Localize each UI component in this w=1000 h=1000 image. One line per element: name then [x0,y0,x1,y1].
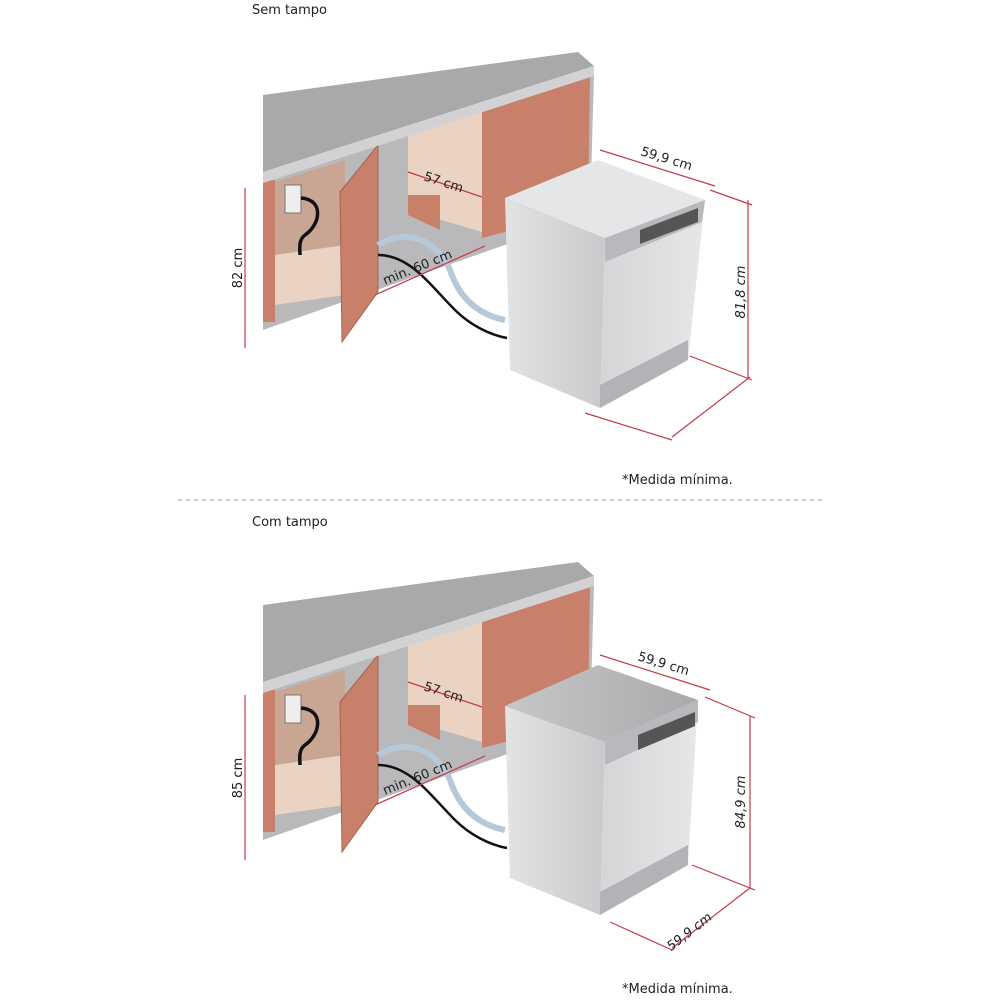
water-hose [376,233,506,323]
section-title: Sem tampo [252,3,327,18]
cabinet-height-label: 82 cm [231,248,246,289]
power-cable [297,706,320,766]
section-title: Com tampo [252,515,328,530]
countertop [263,52,594,172]
dishwasher-depth-label: 59,9 cm [664,910,715,954]
cabinet-height-label: 85 cm [231,758,246,799]
dimension-lines [244,149,753,441]
minimum-measure-note: *Medida mínima. [622,473,733,488]
dishwasher [505,160,705,408]
power-cable [297,196,320,256]
section-sem-tampo: Sem tampo [231,3,753,488]
water-hose [376,743,506,833]
power-outlet [284,694,302,724]
section-com-tampo: Com tampo [231,515,756,997]
dimension-lines [244,654,756,951]
kitchen-cabinet [263,562,594,854]
dishwasher-with-top [505,665,698,915]
power-outlet [284,184,302,214]
drain-hose [377,763,508,850]
dishwasher-width-label: 59,9 cm [639,144,694,174]
dishwasher-height-label: 81,8 cm [734,266,749,319]
minimum-measure-note: *Medida mínima. [622,982,733,997]
countertop [263,562,594,682]
dishwasher-height-label: 84,9 cm [734,776,749,829]
drain-hose [377,253,508,340]
